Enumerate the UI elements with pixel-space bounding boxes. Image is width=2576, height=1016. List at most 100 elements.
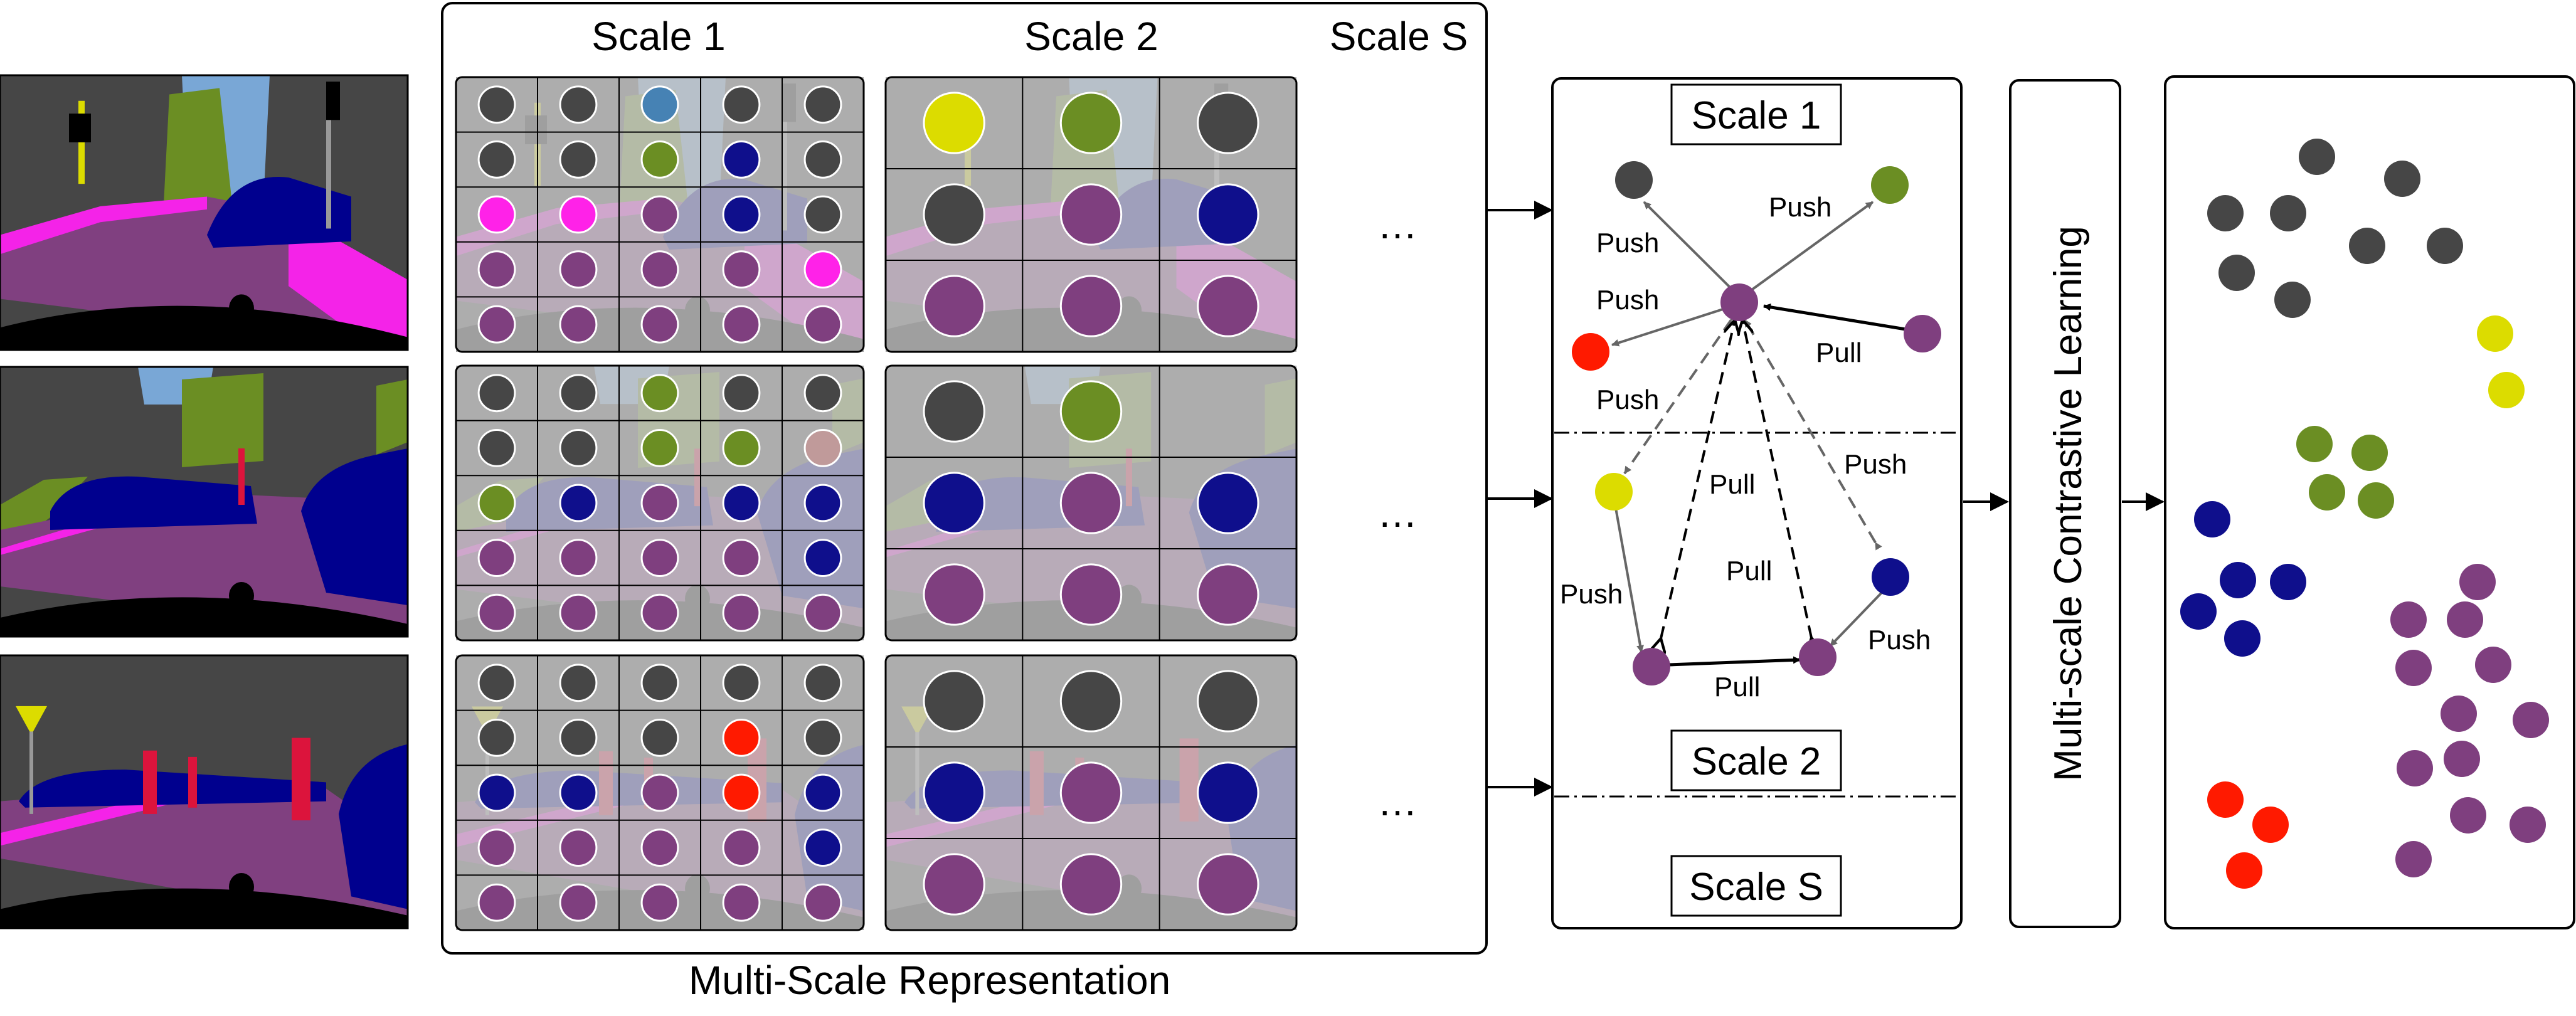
grid-cell-navy xyxy=(803,828,842,867)
embedding-point-red xyxy=(2226,852,2262,889)
grid-cell-purple xyxy=(1059,761,1123,824)
contrastive-nodes xyxy=(1572,161,1941,685)
ellipsis-row-2: … xyxy=(1377,490,1418,536)
grid-cell-dark xyxy=(559,374,598,413)
grid-cell-purple xyxy=(1197,275,1259,337)
scale-s-label: Scale S xyxy=(1689,865,1823,909)
grid-cell-purple xyxy=(640,195,679,234)
embedding-point-olive xyxy=(2351,435,2388,471)
grid-cell-magenta xyxy=(477,195,516,234)
grid-cell-purple xyxy=(722,828,761,867)
grid-scale-1-row-3 xyxy=(455,654,865,931)
grid-cell-dark xyxy=(477,718,516,757)
panel-title-scale-1: Scale 1 xyxy=(591,14,725,59)
grid-cell-purple xyxy=(1197,853,1259,916)
grid-cell-navy xyxy=(803,539,842,578)
ellipsis-row-3: … xyxy=(1377,779,1418,824)
node-olive xyxy=(1871,166,1909,204)
grid-cell-purple xyxy=(1197,563,1259,626)
label-push-3: Push xyxy=(1596,285,1659,315)
embedding-point-purple xyxy=(2475,647,2511,683)
thumbnail-3 xyxy=(0,654,409,929)
grid-cell-navy xyxy=(1197,761,1259,824)
grid-cell-purple xyxy=(803,883,842,922)
grid-cell-purple xyxy=(1059,472,1123,534)
grid-cell-purple xyxy=(477,250,516,289)
embedding-point-dark xyxy=(2384,161,2420,197)
node-purple-bottom-right xyxy=(1799,638,1837,676)
scale-1-label: Scale 1 xyxy=(1692,94,1821,137)
grid-cell-navy xyxy=(722,484,761,522)
grid-scale-2-row-2 xyxy=(884,364,1298,642)
grid-cell-olive xyxy=(1059,92,1123,154)
grid-cell-navy xyxy=(923,472,985,534)
grid-cell-red xyxy=(722,718,761,757)
grid-cell-purple xyxy=(722,883,761,922)
grid-cell-purple xyxy=(477,883,516,922)
scale-2-label: Scale 2 xyxy=(1692,740,1821,783)
label-push-7: Push xyxy=(1868,625,1931,655)
push-edge-bottom-right xyxy=(1829,585,1889,647)
embedding-point-olive xyxy=(2309,474,2345,511)
grid-cell-navy xyxy=(803,484,842,522)
grid-cell-purple xyxy=(559,305,598,344)
grid-cell-navy xyxy=(923,761,985,824)
label-pull-4: Pull xyxy=(1714,672,1760,702)
grid-cell-dark xyxy=(559,428,598,467)
embedding-point-purple xyxy=(2510,807,2546,843)
embedding-point-yellow xyxy=(2477,315,2513,352)
input-segmentation-thumbnails xyxy=(0,74,409,929)
pull-edge-bottom xyxy=(1661,656,1801,669)
embedding-point-dark xyxy=(2270,195,2306,231)
grid-cell-purple xyxy=(640,773,679,812)
grid-cell-navy xyxy=(477,773,516,812)
grid-cell-purple xyxy=(477,593,516,632)
grid-cell-dark xyxy=(803,718,842,757)
grid-cell-purple xyxy=(1059,853,1123,916)
grid-cell-purple xyxy=(559,883,598,922)
embedding-point-purple xyxy=(2459,564,2496,600)
grid-cell-navy xyxy=(722,195,761,234)
grid-cell-red xyxy=(722,773,761,812)
embedding-point-yellow xyxy=(2488,372,2525,408)
scale-s-label-box xyxy=(1670,855,1842,917)
grid-cell-navy xyxy=(1197,183,1259,246)
grid-cell-purple xyxy=(559,539,598,578)
embedding-point-red xyxy=(2207,781,2244,818)
grid-cell-navy xyxy=(803,773,842,812)
grid-cell-purple xyxy=(923,563,985,626)
grid-cell-olive xyxy=(640,140,679,179)
grid-cell-navy xyxy=(559,773,598,812)
grid-cell-dark xyxy=(803,85,842,124)
grid-cell-dark xyxy=(640,718,679,757)
embedding-point-navy xyxy=(2224,620,2261,657)
edge-labels: Push Push Push Pull Push Push Pull Pull … xyxy=(1560,192,1931,702)
grid-cell-dark xyxy=(923,183,985,246)
embedding-point-purple xyxy=(2395,841,2432,877)
scale-2-label-box xyxy=(1670,729,1842,791)
grid-cell-purple xyxy=(640,883,679,922)
mcl-label: Multi-scale Contrastive Learning xyxy=(2047,226,2090,781)
grid-cell-purple xyxy=(803,593,842,632)
node-purple-bottom-left xyxy=(1633,648,1670,685)
grid-cell-purple xyxy=(477,828,516,867)
grid-scale-1-row-1 xyxy=(455,76,865,353)
grid-cell-dark xyxy=(1059,670,1123,733)
push-edge-bottom-left xyxy=(1611,500,1644,653)
label-push-1: Push xyxy=(1596,228,1659,258)
embedding-point-purple xyxy=(2450,797,2486,833)
grid-cell-purple xyxy=(477,539,516,578)
label-pull-2: Pull xyxy=(1709,469,1755,500)
grid-cell-purple xyxy=(722,539,761,578)
panel-title-scale-2: Scale 2 xyxy=(1024,14,1158,59)
grid-cell-dark xyxy=(477,140,516,179)
grid-cell-olive xyxy=(722,428,761,467)
grid-cell-dark xyxy=(477,428,516,467)
grid-cell-purple xyxy=(1059,183,1123,246)
embedding-point-dark xyxy=(2274,282,2311,318)
grid-cell-dark xyxy=(722,374,761,413)
grid-cell-dark xyxy=(640,664,679,702)
node-anchor-purple xyxy=(1720,283,1758,321)
grid-cell-dark xyxy=(477,664,516,702)
grid-cell-purple xyxy=(722,593,761,632)
